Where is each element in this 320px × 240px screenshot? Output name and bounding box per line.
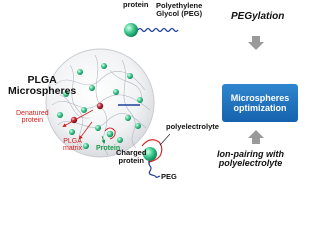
peg-coil-top-icon <box>137 27 179 33</box>
protein-top-icon <box>124 23 138 37</box>
label-charged-protein: Charged protein <box>116 148 147 165</box>
label-pegylation: PEGylation <box>231 11 285 22</box>
denatured-arrow <box>62 109 94 127</box>
pegylated-protein-top <box>124 23 179 37</box>
polyelectrolyte-pointer <box>159 133 171 146</box>
polyelectrolyte-chain-icon <box>141 139 163 163</box>
label-plga-microspheres: PLGA Microspheres <box>8 74 77 98</box>
label-plga-matrix: PLGA matrix <box>63 138 83 153</box>
plga-matrix-arrow <box>78 121 93 140</box>
label-peg-bottom: PEG <box>161 172 177 181</box>
peg-coil-bottom-icon <box>148 160 161 178</box>
label-denatured-protein: Denatured protein <box>16 110 49 125</box>
label-protein: Protein <box>96 145 121 152</box>
protein-arrow <box>101 135 106 144</box>
encapsulated-proteins <box>57 63 143 149</box>
ion-pair-in-sphere <box>104 127 116 140</box>
label-ion-pairing: Ion-pairing with polyelectrolyte <box>217 149 284 169</box>
diagram-canvas <box>45 23 264 178</box>
charged-protein-icon <box>143 147 157 161</box>
label-peg-top: Polyethylene Glycol (PEG) <box>156 1 203 18</box>
arrow-up-icon <box>248 130 264 144</box>
arrow-down-icon <box>248 36 264 50</box>
label-microspheres-optimization: Microspheres optimization <box>230 92 290 113</box>
microspheres-optimization-box: Microspheres optimization <box>222 84 298 122</box>
label-protein-top: protein <box>123 0 149 9</box>
label-polyelectrolyte: polyelectrolyte <box>166 122 219 131</box>
charged-protein-group <box>141 133 171 178</box>
